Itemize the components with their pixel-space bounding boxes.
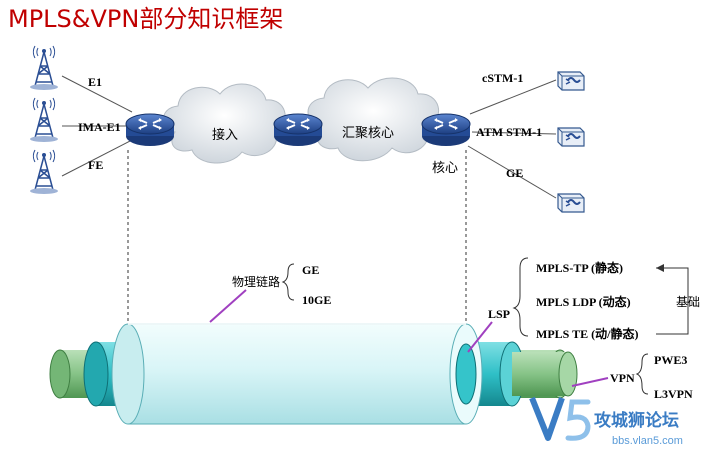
lsp-item-mpls-te: MPLS TE (动/静态) bbox=[536, 326, 638, 341]
router-icon-access bbox=[125, 113, 175, 147]
base-bracket bbox=[656, 267, 689, 335]
watermark-brand: 攻城狮论坛 bbox=[594, 410, 679, 431]
physical-item-ge: GE bbox=[302, 263, 319, 277]
physical-item-10ge: 10GE bbox=[302, 293, 331, 307]
lsp-item-mpls-tp: MPLS-TP (静态) bbox=[536, 260, 623, 275]
lsp-item-mpls-ldp: MPLS LDP (动态) bbox=[536, 294, 631, 309]
base-station-icon-ima-e1 bbox=[29, 97, 59, 143]
vpn-label: VPN bbox=[610, 371, 635, 385]
link-label-ge: GE bbox=[506, 166, 523, 180]
lsp-label: LSP bbox=[488, 307, 510, 321]
projection-lines bbox=[127, 150, 467, 330]
vpn-brace bbox=[635, 353, 649, 395]
lsp-brace bbox=[512, 257, 529, 337]
core-router-label: 核心 bbox=[432, 161, 458, 176]
physical-link-label: 物理链路 bbox=[232, 274, 280, 289]
cloud-aggregation bbox=[307, 77, 439, 162]
base-station-icon-fe bbox=[29, 149, 59, 195]
switch-icon-atm-stm1 bbox=[557, 127, 585, 147]
page-title: MPLS&VPN部分知识框架 bbox=[8, 5, 283, 33]
cloud-aggregation-label: 汇聚核心 bbox=[342, 126, 394, 141]
router-icon-aggregation bbox=[273, 113, 323, 147]
router-icon-core bbox=[421, 113, 471, 147]
base-station-icon-e1 bbox=[29, 45, 59, 91]
pipe-outer-physical bbox=[111, 323, 483, 425]
watermark-logo-icon bbox=[529, 396, 591, 441]
cloud-access bbox=[162, 83, 286, 164]
switch-icon-cstm1 bbox=[557, 71, 585, 91]
left-access-lines bbox=[61, 75, 133, 177]
physical-brace bbox=[281, 263, 295, 301]
base-label: 基础 bbox=[676, 295, 700, 309]
base-arrow-icon bbox=[656, 264, 664, 272]
right-uplink-lines bbox=[467, 79, 557, 199]
link-label-fe: FE bbox=[88, 158, 103, 172]
switch-icon-ge bbox=[557, 193, 585, 213]
link-label-ima-e1: IMA-E1 bbox=[78, 120, 121, 134]
pipe-inner-green-right bbox=[512, 351, 578, 397]
watermark-url: bbs.vlan5.com bbox=[612, 435, 683, 447]
link-label-cstm1: cSTM-1 bbox=[482, 71, 523, 85]
leader-lines bbox=[209, 289, 609, 387]
vpn-item-pwe3: PWE3 bbox=[654, 353, 687, 367]
pipe-middle-end bbox=[455, 343, 477, 405]
link-label-e1: E1 bbox=[88, 75, 102, 89]
link-label-atm-stm1: ATM STM-1 bbox=[476, 125, 542, 139]
cloud-access-label: 接入 bbox=[212, 127, 238, 143]
vpn-item-l3vpn: L3VPN bbox=[654, 387, 693, 401]
